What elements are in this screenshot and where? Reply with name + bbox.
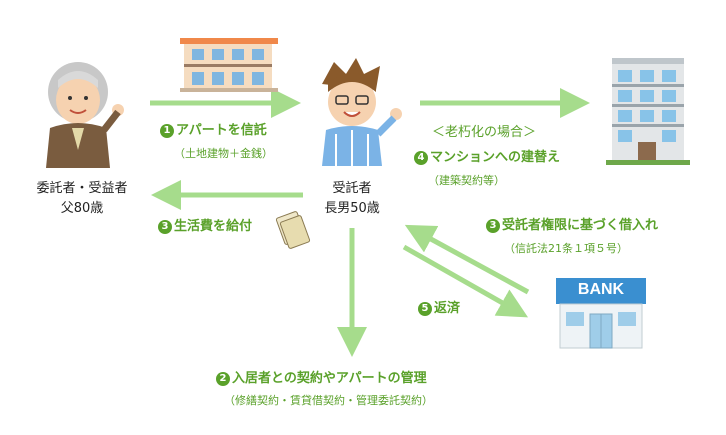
father-icon (46, 62, 124, 168)
step3b-sub: （信託法21条１項５号） (504, 242, 628, 255)
step3-text: 生活費を給付 (174, 219, 253, 234)
step4-number: 4 (414, 151, 428, 165)
step2-sub: （修繕契約・賃貸借契約・管理委託契約） (224, 394, 433, 407)
step4-text: マンションへの建替え (430, 150, 561, 165)
bank-label: BANK (577, 281, 625, 298)
step2-number: 2 (216, 372, 230, 386)
step1-sub: （土地建物＋金銭） (174, 147, 273, 160)
apartment-icon (180, 38, 278, 92)
son-icon (322, 58, 402, 166)
step3-number: 3 (158, 220, 172, 234)
step5-text: 返済 (434, 301, 461, 316)
step1-number: 1 (160, 124, 174, 138)
trustee-age: 長男50歳 (324, 201, 380, 216)
step2-text: 入居者との契約やアパートの管理 (232, 371, 427, 386)
bank-icon (556, 278, 646, 349)
trustee-label: 受託者 長男50歳 (300, 179, 404, 219)
trustee-role: 受託者 (332, 181, 372, 196)
settlor-role: 委託者・受益者 (36, 181, 128, 196)
step1-text: アパートを信託 (176, 123, 267, 138)
step5-number: 5 (418, 302, 432, 316)
settlor-label: 委託者・受益者 父80歳 (22, 179, 142, 219)
settlor-age: 父80歳 (60, 201, 104, 216)
step4-sub: （建築契約等） (428, 174, 505, 187)
step4-pre: ＜老朽化の場合＞ (432, 125, 537, 140)
money-icon (275, 211, 311, 249)
step3b-text: 受託者権限に基づく借入れ (502, 218, 659, 233)
arrow-bank-to-son (404, 224, 530, 295)
mansion-icon (606, 58, 690, 165)
arrow-son-to-bank (402, 244, 529, 318)
step3b-number: 3 (486, 219, 500, 233)
